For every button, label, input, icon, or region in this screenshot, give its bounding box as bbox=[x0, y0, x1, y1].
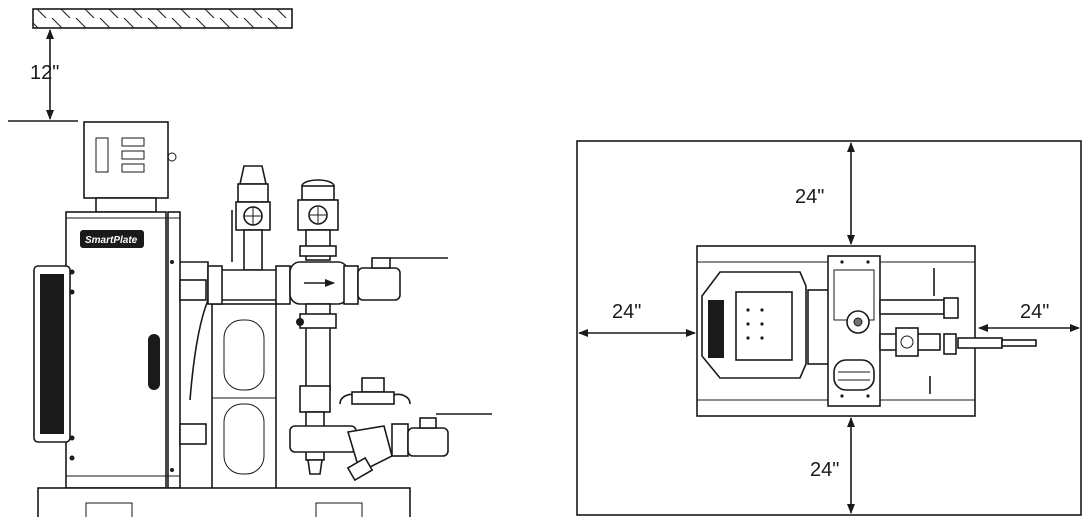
lower-ball-valve-handle bbox=[419, 417, 437, 429]
control-box-button-1 bbox=[121, 137, 145, 147]
flow-switch-head bbox=[361, 377, 385, 393]
top-outlet-stub bbox=[1001, 339, 1037, 347]
top-screw bbox=[760, 322, 764, 326]
pipe-stub-lower bbox=[179, 423, 207, 445]
top-fitting-1 bbox=[943, 297, 959, 319]
vertical-pipe-coupling bbox=[299, 313, 337, 329]
clearance-boundary bbox=[576, 140, 1082, 516]
lower-drain-nozzle bbox=[307, 459, 323, 475]
y-strainer-cap bbox=[346, 456, 374, 482]
upper-ball-valve bbox=[357, 267, 401, 301]
pump-top bbox=[807, 289, 831, 365]
control-box-display bbox=[95, 137, 109, 173]
left-clearance-label: 24" bbox=[612, 301, 641, 323]
top-screw bbox=[760, 336, 764, 340]
drain-fitting bbox=[296, 318, 304, 326]
upper-ball-valve-handle bbox=[371, 257, 391, 269]
pipe-stub-upper bbox=[179, 279, 207, 301]
top-screw bbox=[840, 394, 844, 398]
top-clearance-label: 24" bbox=[795, 186, 824, 208]
control-box-button-2 bbox=[121, 150, 145, 160]
ceiling-hatch bbox=[32, 8, 293, 29]
valve-outlet-coupling bbox=[343, 265, 359, 305]
radiator-top-fins bbox=[708, 300, 724, 358]
ceiling-clearance-label: 12" bbox=[30, 62, 59, 84]
top-screw bbox=[760, 308, 764, 312]
pump-window-upper bbox=[223, 319, 265, 391]
top-outlet-pipe bbox=[957, 337, 1003, 349]
manifold-coupling-right bbox=[275, 265, 291, 305]
side-view: 12" SmartPlate bbox=[8, 8, 492, 517]
flow-switch-top bbox=[833, 359, 875, 391]
top-view: 24" 24" 24" 24" bbox=[576, 140, 1082, 516]
lower-tee-fitting bbox=[299, 385, 331, 413]
top-screw bbox=[746, 322, 750, 326]
cabinet-handle-slot bbox=[148, 334, 160, 390]
mixing-valve-top-hub bbox=[853, 317, 863, 327]
relief-valve-stem bbox=[243, 229, 263, 271]
top-screw bbox=[866, 394, 870, 398]
lower-ball-valve bbox=[407, 427, 449, 457]
flow-switch-base bbox=[351, 391, 395, 405]
skid-fork-pocket-left bbox=[85, 502, 133, 517]
top-fitting-2 bbox=[943, 333, 957, 355]
top-screw bbox=[746, 336, 750, 340]
pump-window-lower bbox=[223, 403, 265, 475]
pump-housing bbox=[211, 299, 277, 491]
skid-fork-pocket-right bbox=[315, 502, 363, 517]
control-box-base bbox=[95, 197, 157, 213]
mixing-valve-head bbox=[301, 185, 335, 201]
relief-valve-body bbox=[237, 183, 269, 203]
control-box bbox=[83, 121, 169, 199]
logo-plate bbox=[80, 230, 144, 248]
lower-coupling bbox=[391, 423, 409, 457]
mixing-valve-collar bbox=[299, 245, 337, 257]
top-valve-block bbox=[895, 327, 919, 357]
top-piping-upper bbox=[879, 299, 945, 315]
top-valve-icon bbox=[900, 335, 914, 349]
right-clearance-label: 24" bbox=[1020, 301, 1049, 323]
top-screw bbox=[866, 260, 870, 264]
cabinet-side-panel bbox=[167, 211, 181, 489]
logo-text: SmartPlate bbox=[85, 235, 138, 246]
bottom-clearance-label: 24" bbox=[810, 459, 839, 481]
unit-footprint bbox=[696, 245, 976, 417]
screw bbox=[170, 468, 174, 472]
control-box-top bbox=[735, 291, 793, 361]
manifold-coupling-left bbox=[207, 265, 223, 305]
screw bbox=[69, 455, 75, 461]
top-screw bbox=[840, 260, 844, 264]
screw bbox=[170, 260, 174, 264]
relief-valve-cap bbox=[239, 165, 267, 185]
lower-manifold-pipe bbox=[289, 425, 357, 453]
radiator-fins bbox=[40, 274, 64, 434]
top-screw bbox=[746, 308, 750, 312]
control-box-knob bbox=[167, 152, 177, 162]
control-box-button-3 bbox=[121, 163, 145, 173]
